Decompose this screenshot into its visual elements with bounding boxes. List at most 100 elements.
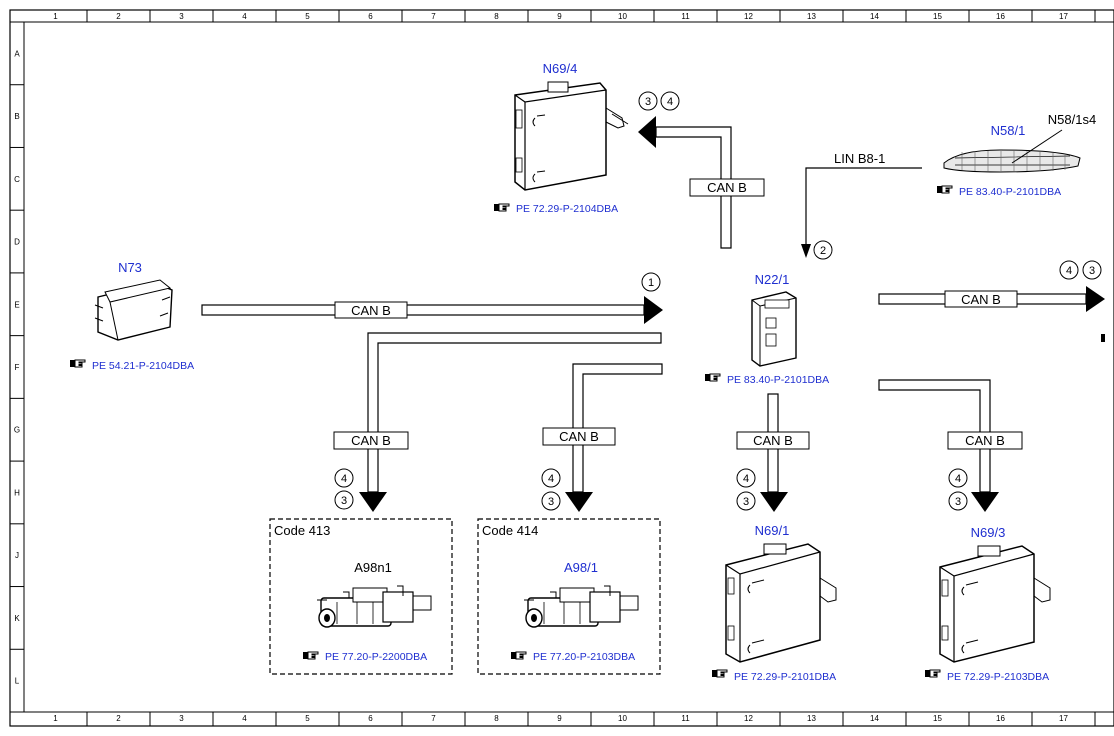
n73-ref: PE 54.21-P-2104DBA (92, 360, 194, 372)
ruler-column-label: 8 (494, 714, 499, 723)
pointing-hand-icon (936, 185, 953, 194)
n69-1-label: N69/1 (755, 523, 790, 538)
can-b-label-box (689, 178, 765, 197)
n22-1-ref: PE 83.40-P-2101DBA (727, 374, 829, 386)
pointing-hand-icon (510, 651, 527, 660)
n69-4-module (514, 81, 629, 191)
ruler-row-label: G (14, 426, 20, 435)
ruler-column-label: 2 (116, 714, 121, 723)
n22-1-label: N22/1 (755, 272, 790, 287)
n69-3-module (939, 545, 1051, 663)
n69-3-label: N69/3 (971, 525, 1006, 540)
ruler-column-label: 5 (305, 12, 310, 21)
can-b-label: CAN B (559, 429, 599, 444)
pointing-hand-icon (704, 373, 721, 382)
n22-1-control-unit (751, 291, 797, 367)
pointing-hand-icon (924, 669, 941, 678)
ruler-column-label: 16 (996, 714, 1005, 723)
ruler-column-label: 4 (242, 714, 247, 723)
ruler-row-label: A (14, 49, 20, 58)
ruler-column-label: 11 (681, 714, 690, 723)
marker-2: 2 (820, 245, 826, 257)
n69-1-ref: PE 72.29-P-2101DBA (734, 671, 836, 683)
marker-3: 3 (1089, 265, 1095, 277)
marker-3: 3 (341, 495, 347, 507)
ruler-row-label: H (14, 488, 20, 497)
marker-3: 3 (743, 496, 749, 508)
marker-3: 3 (955, 496, 961, 508)
n58-1-switch-panel (943, 129, 1081, 173)
n73-module (94, 279, 173, 341)
ruler-column-label: 5 (305, 714, 310, 723)
ruler-column-label: 9 (557, 12, 562, 21)
ruler-row-label: J (15, 551, 19, 560)
code-413-box (269, 518, 453, 675)
ruler-column-label: 13 (807, 714, 816, 723)
ruler-row-label: D (14, 238, 20, 247)
a98n1-label: A98n1 (354, 560, 392, 575)
n69-4-label: N69/4 (543, 61, 578, 76)
ruler-column-label: 14 (870, 12, 879, 21)
can-b-label: CAN B (707, 180, 747, 195)
ruler-column-label: 12 (744, 714, 753, 723)
a98-1-motor (524, 585, 639, 628)
pointing-hand-icon (302, 651, 319, 660)
marker-4: 4 (743, 473, 749, 485)
ruler-column-label: 17 (1059, 714, 1068, 723)
ruler-column-label: 15 (933, 714, 942, 723)
ruler-column-label: 11 (681, 12, 690, 21)
ruler-column-label: 14 (870, 714, 879, 723)
marker-4: 4 (341, 473, 347, 485)
marker-4: 4 (955, 473, 961, 485)
ruler-row-label: F (15, 363, 20, 372)
n69-4-ref: PE 72.29-P-2104DBA (516, 203, 618, 215)
marker-3: 3 (645, 96, 651, 108)
code-414-label: Code 414 (482, 523, 538, 538)
ruler-column-label: 7 (431, 714, 436, 723)
ruler-column-label: 3 (179, 12, 184, 21)
a98n1-motor (317, 585, 432, 628)
lin-line (801, 167, 922, 258)
ruler-column-label: 1 (53, 714, 58, 723)
frame-border (9, 9, 1114, 727)
can-b-label: CAN B (965, 433, 1005, 448)
n58-1s4-label: N58/1s4 (1048, 112, 1096, 127)
a98-1-ref: PE 77.20-P-2103DBA (533, 651, 635, 663)
ruler-column-label: 16 (996, 12, 1005, 21)
can-bus-a98-1 (565, 363, 663, 512)
ruler-row-label: C (14, 175, 20, 184)
ruler-column-label: 17 (1059, 12, 1068, 21)
pointing-hand-icon (69, 359, 86, 368)
can-b-label: CAN B (961, 292, 1001, 307)
ruler-column-label: 1 (53, 12, 58, 21)
ruler-column-label: 2 (116, 12, 121, 21)
ruler-column-label: 3 (179, 714, 184, 723)
ruler-column-label: 9 (557, 714, 562, 723)
ruler-column-label: 10 (618, 714, 627, 723)
can-bus-a98n1 (359, 332, 662, 512)
can-bus-n69-1 (760, 393, 788, 512)
a98-1-label: A98/1 (564, 560, 598, 575)
marker-1: 1 (648, 277, 654, 289)
pointing-hand-icon (493, 203, 510, 212)
marker-4: 4 (667, 96, 673, 108)
n69-1-module (725, 543, 837, 663)
a98n1-ref: PE 77.20-P-2200DBA (325, 651, 427, 663)
can-b-label: CAN B (351, 433, 391, 448)
lin-label: LIN B8-1 (834, 151, 885, 166)
marker-4: 4 (548, 473, 554, 485)
code-413-label: Code 413 (274, 523, 330, 538)
ruler-column-label: 4 (242, 12, 247, 21)
ruler-column-label: 7 (431, 12, 436, 21)
n58-1-label: N58/1 (991, 123, 1026, 138)
ruler-row-label: B (14, 112, 19, 121)
marker-3: 3 (548, 496, 554, 508)
ruler-row-label: L (15, 677, 20, 686)
n73-label: N73 (118, 260, 142, 275)
can-bus-n69-4 (638, 116, 732, 249)
ruler-column-label: 6 (368, 12, 373, 21)
code-414-box (477, 518, 661, 675)
ruler-row-label: E (14, 300, 19, 309)
ruler-column-label: 15 (933, 12, 942, 21)
